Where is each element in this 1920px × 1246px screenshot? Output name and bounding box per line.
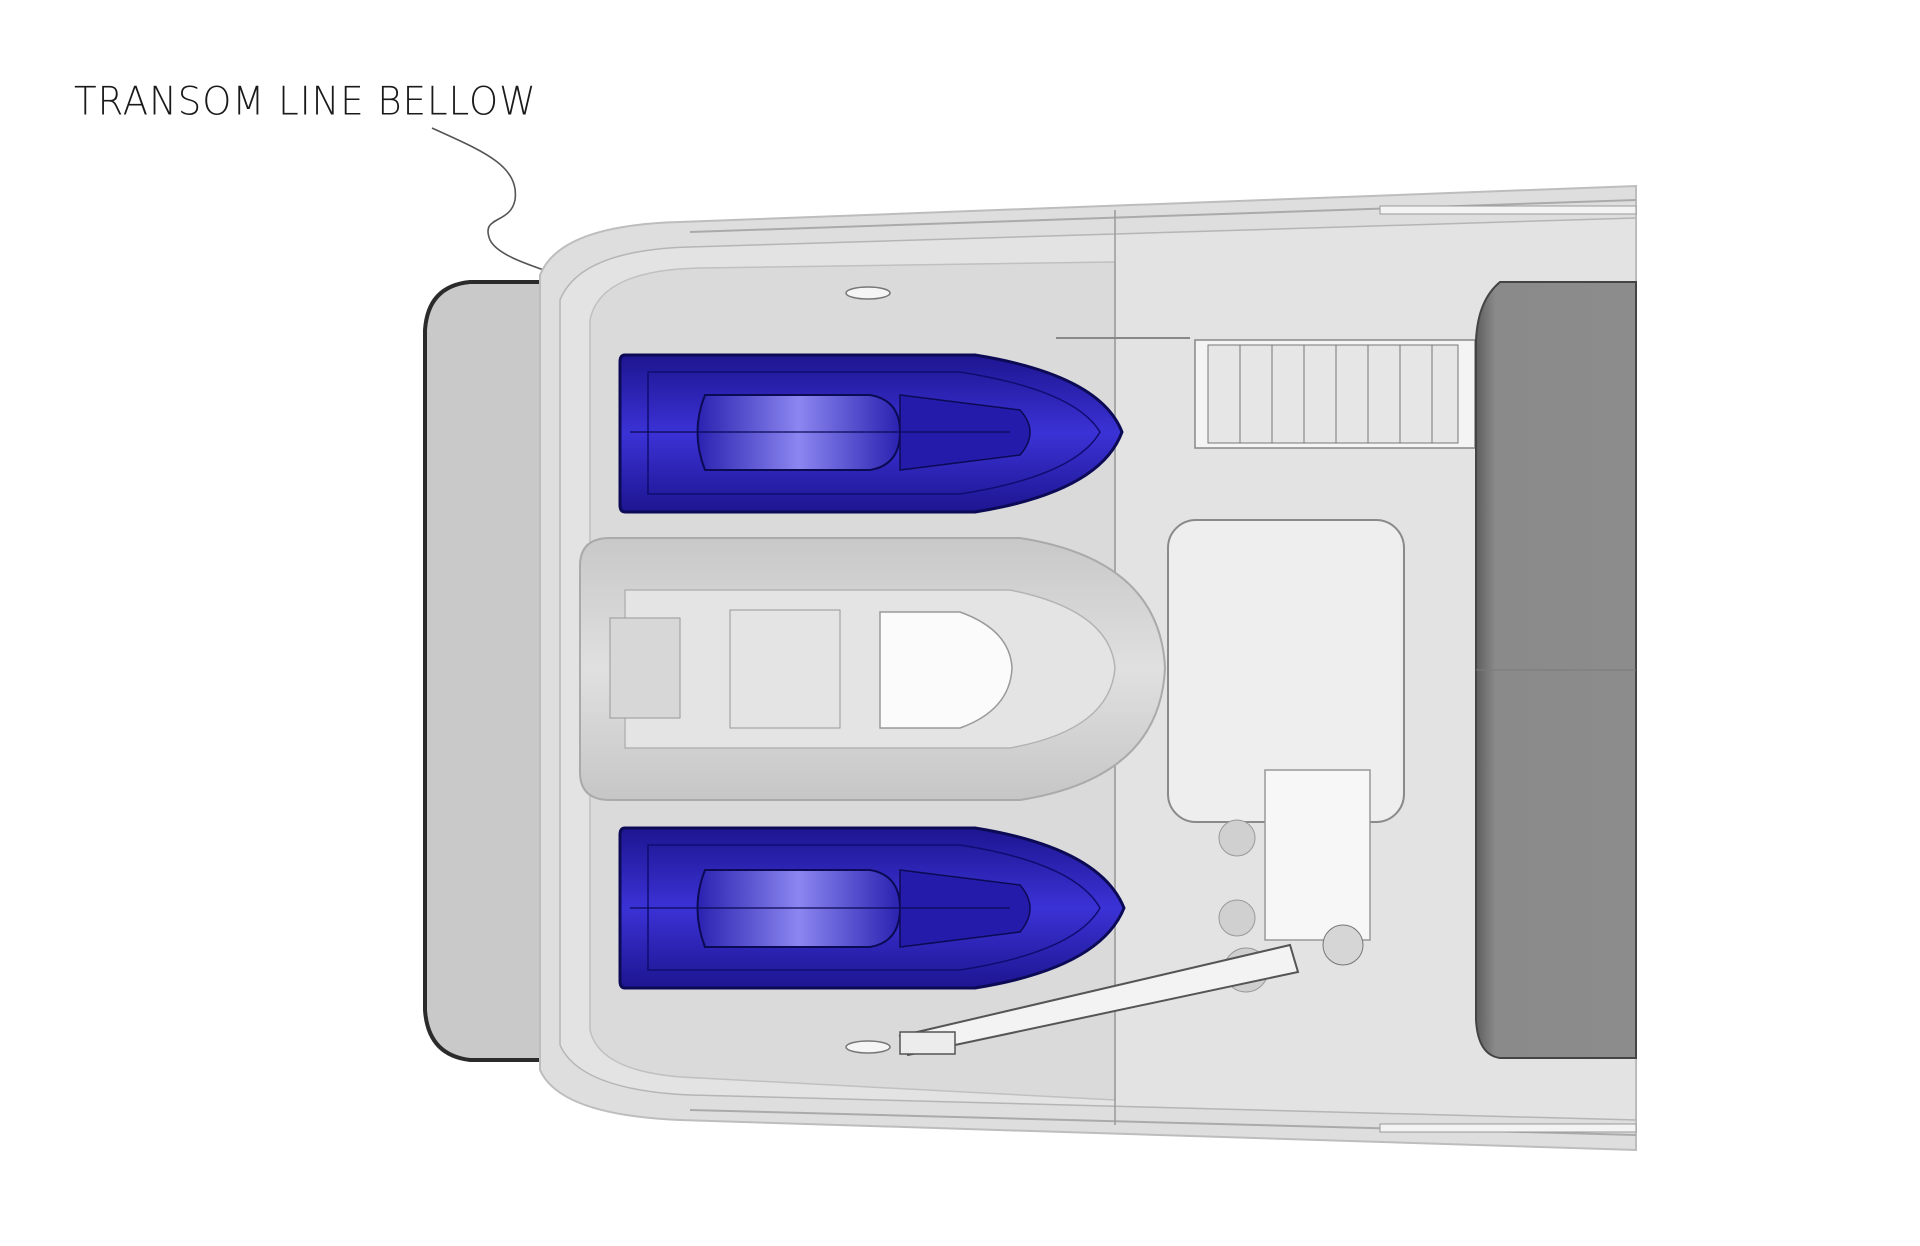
jetski-bottom: [618, 826, 1126, 990]
cleat-top: [845, 286, 891, 300]
jetski-top: [618, 353, 1124, 514]
transom-line-label: TRANSOM LINE BELLOW: [74, 78, 537, 125]
tender-boat: [579, 537, 1167, 801]
stairway: [1056, 337, 1476, 449]
crane-pedestal: [1264, 769, 1371, 941]
leader-line: [431, 127, 586, 286]
cleat-bottom: [845, 1040, 891, 1054]
